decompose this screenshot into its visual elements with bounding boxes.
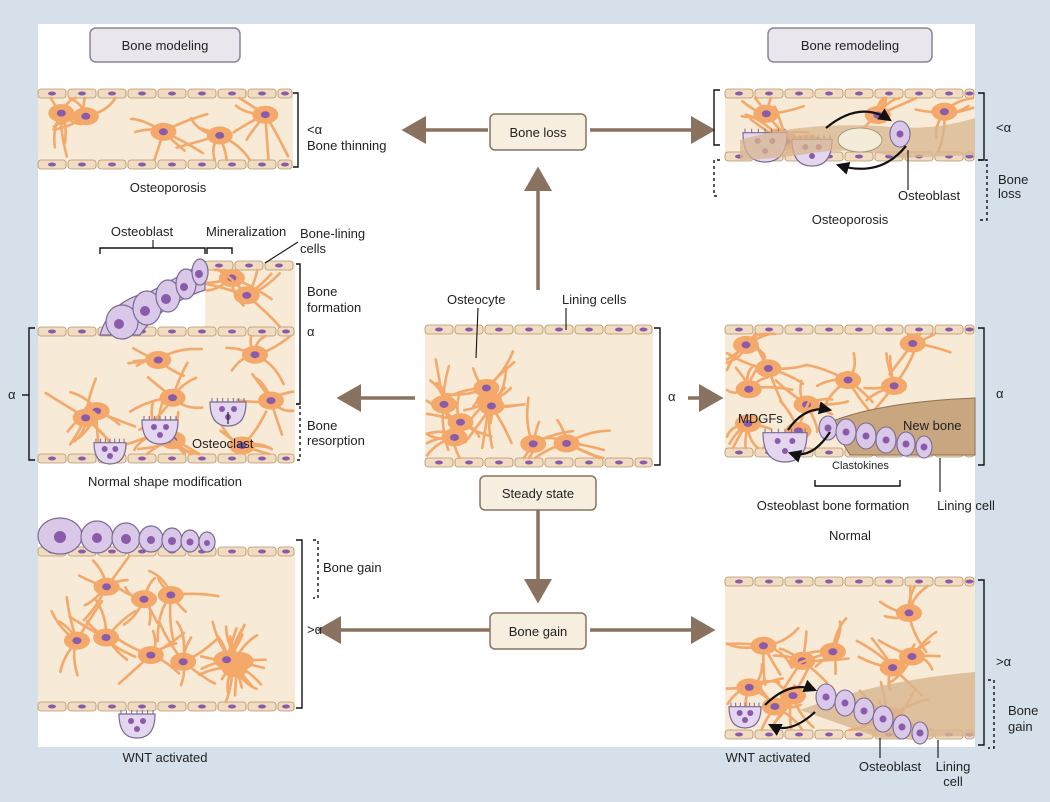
osteoclast-1 xyxy=(93,438,127,465)
tissue-modeling-thin xyxy=(37,88,293,170)
svg-text:Osteoblast bone formation: Osteoblast bone formation xyxy=(757,498,909,513)
resorbed-cavity xyxy=(740,118,975,160)
svg-text:Lining cell: Lining cell xyxy=(937,498,995,513)
svg-text:Osteocyte: Osteocyte xyxy=(447,292,506,307)
svg-text:Osteoblast: Osteoblast xyxy=(859,759,922,774)
svg-text:Lining cells: Lining cells xyxy=(562,292,627,307)
svg-text:Bone: Bone xyxy=(1008,703,1038,718)
svg-text:Bone loss: Bone loss xyxy=(509,125,567,140)
svg-text:α: α xyxy=(307,324,315,339)
osteoblast-sheet xyxy=(99,258,209,340)
osteoclast-remodel-wnt xyxy=(728,702,762,729)
leader-lines xyxy=(152,150,941,758)
tissue-steady-state xyxy=(424,324,653,468)
osteoblast-chain-loss xyxy=(889,120,911,148)
bone-modeling-header: Bone modeling xyxy=(89,27,241,63)
svg-text:α: α xyxy=(668,389,676,404)
svg-text:Osteoporosis: Osteoporosis xyxy=(812,212,889,227)
svg-text:Normal: Normal xyxy=(829,528,871,543)
bone-gain-box: Bone gain xyxy=(489,612,587,650)
svg-text:cell: cell xyxy=(943,774,963,789)
bone-loss-box: Bone loss xyxy=(489,113,587,151)
svg-text:Clastokines: Clastokines xyxy=(832,460,889,472)
svg-text:MDGFs: MDGFs xyxy=(738,411,783,426)
svg-text:Steady state: Steady state xyxy=(502,486,574,501)
bone-remodeling-header: Bone remodeling xyxy=(767,27,933,63)
svg-text:resorption: resorption xyxy=(307,433,365,448)
flow-arrows xyxy=(316,116,724,644)
osteoclast-wnt xyxy=(118,710,156,739)
svg-text:Osteoporosis: Osteoporosis xyxy=(130,180,207,195)
svg-text:Osteoblast: Osteoblast xyxy=(898,188,961,203)
osteoclast-2 xyxy=(141,416,179,445)
svg-text:formation: formation xyxy=(307,300,361,315)
svg-text:Bone-lining: Bone-lining xyxy=(300,226,365,241)
svg-text:Bone: Bone xyxy=(307,284,337,299)
remodel-gain-bone xyxy=(800,672,975,738)
svg-text:Osteoclast: Osteoclast xyxy=(192,436,254,451)
svg-text:Mineralization: Mineralization xyxy=(206,224,286,239)
svg-text:New bone: New bone xyxy=(903,418,962,433)
svg-text:Osteoblast: Osteoblast xyxy=(111,224,174,239)
svg-text:Bone remodeling: Bone remodeling xyxy=(801,38,899,53)
svg-text:WNT activated: WNT activated xyxy=(122,750,207,765)
tissue-modeling-wnt xyxy=(37,546,295,712)
svg-text:<α: <α xyxy=(307,122,323,137)
svg-text:Bone gain: Bone gain xyxy=(509,624,568,639)
svg-text:<α: <α xyxy=(996,120,1012,135)
svg-text:>α: >α xyxy=(307,622,323,637)
osteoblast-chain-normal xyxy=(818,415,933,459)
svg-text:Bone thinning: Bone thinning xyxy=(307,138,387,153)
brackets xyxy=(22,89,995,749)
osteoblast-chain-wnt xyxy=(815,683,929,745)
coupling-arrows xyxy=(764,108,907,736)
svg-text:cells: cells xyxy=(300,241,327,256)
svg-text:loss: loss xyxy=(998,186,1022,201)
svg-text:Bone modeling: Bone modeling xyxy=(122,38,209,53)
svg-text:Bone: Bone xyxy=(307,418,337,433)
svg-text:α: α xyxy=(8,387,16,402)
svg-text:α: α xyxy=(996,386,1004,401)
labels: <α Bone thinning Osteoporosis Osteoblast… xyxy=(8,120,1038,789)
svg-text:Bone: Bone xyxy=(998,172,1028,187)
svg-text:gain: gain xyxy=(1008,719,1033,734)
svg-text:Normal shape modification: Normal shape modification xyxy=(88,474,242,489)
svg-text:Bone gain: Bone gain xyxy=(323,560,382,575)
svg-text:Lining: Lining xyxy=(936,759,971,774)
svg-text:WNT activated: WNT activated xyxy=(725,750,810,765)
steady-state-box: Steady state xyxy=(479,475,597,511)
osteoblast-row xyxy=(37,517,216,555)
svg-text:>α: >α xyxy=(996,654,1012,669)
